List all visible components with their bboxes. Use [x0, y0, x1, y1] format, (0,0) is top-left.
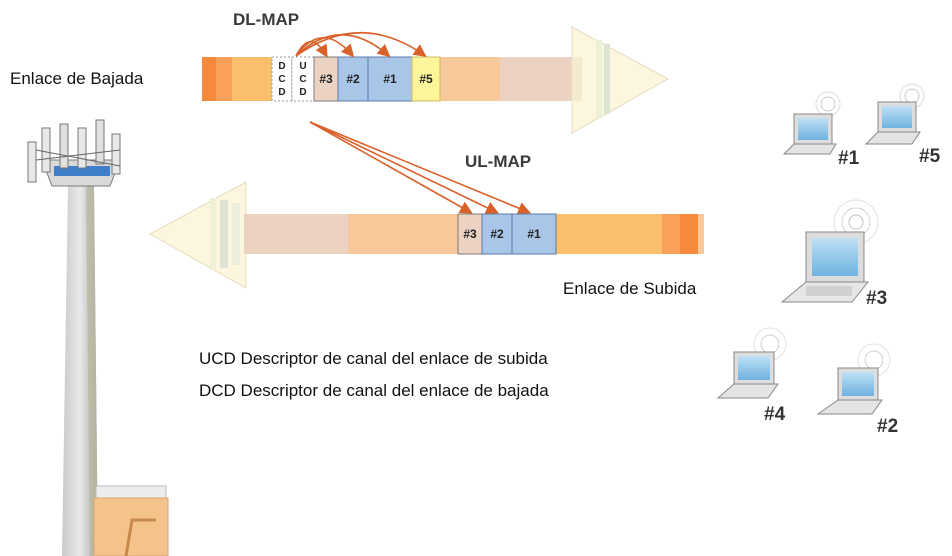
dcd-letter-3: D [278, 87, 285, 98]
uplink-frame-arrow [148, 181, 704, 289]
ucd-letter-1: U [299, 61, 306, 72]
svg-text:#1: #1 [383, 72, 397, 86]
ul-burst-1: #1 [511, 213, 557, 255]
dcd-letter-2: C [278, 74, 285, 85]
station-3-label: #3 [866, 288, 888, 309]
station-1-label: #1 [838, 148, 860, 169]
dcd-letter-1: D [278, 61, 285, 72]
dl-burst-5: #5 [411, 56, 441, 102]
ul-map-label: UL-MAP [465, 152, 532, 171]
svg-text:#3: #3 [463, 227, 477, 241]
station-5-label: #5 [919, 146, 941, 167]
station-2-label: #2 [877, 416, 899, 437]
ucd-letter-3: D [299, 87, 306, 98]
station-4-label: #4 [764, 404, 786, 425]
base-station-tower-icon [27, 119, 169, 556]
ucd-letter-2: C [299, 74, 306, 85]
svg-text:#2: #2 [346, 72, 360, 86]
dl-burst-2: #2 [337, 56, 369, 102]
dcd-cell: D C D [271, 56, 293, 102]
downlink-label: Enlace de Bajada [10, 69, 144, 88]
laptop-3-icon [780, 199, 879, 303]
dl-map-label: DL-MAP [233, 10, 300, 29]
uplink-label: Enlace de Subida [563, 279, 697, 298]
svg-text:#1: #1 [527, 227, 541, 241]
legend-dcd: DCD Descriptor de canal del enlace de ba… [199, 381, 549, 400]
dl-map-arrows [295, 32, 427, 58]
dl-burst-3: #3 [313, 56, 339, 102]
svg-text:#2: #2 [490, 227, 504, 241]
ul-burst-2: #2 [481, 213, 513, 255]
ul-map-arrows [309, 121, 531, 215]
laptop-1-icon [782, 91, 841, 155]
svg-text:#3: #3 [319, 72, 333, 86]
laptop-4-icon [716, 327, 787, 399]
dl-burst-1: #1 [367, 56, 413, 102]
laptop-2-icon [816, 343, 891, 415]
ucd-cell: U C D [291, 56, 315, 102]
svg-text:#5: #5 [419, 72, 433, 86]
laptop-5-icon [864, 83, 925, 145]
legend-ucd: UCD Descriptor de canal del enlace de su… [199, 349, 548, 368]
ul-burst-3: #3 [457, 213, 483, 255]
